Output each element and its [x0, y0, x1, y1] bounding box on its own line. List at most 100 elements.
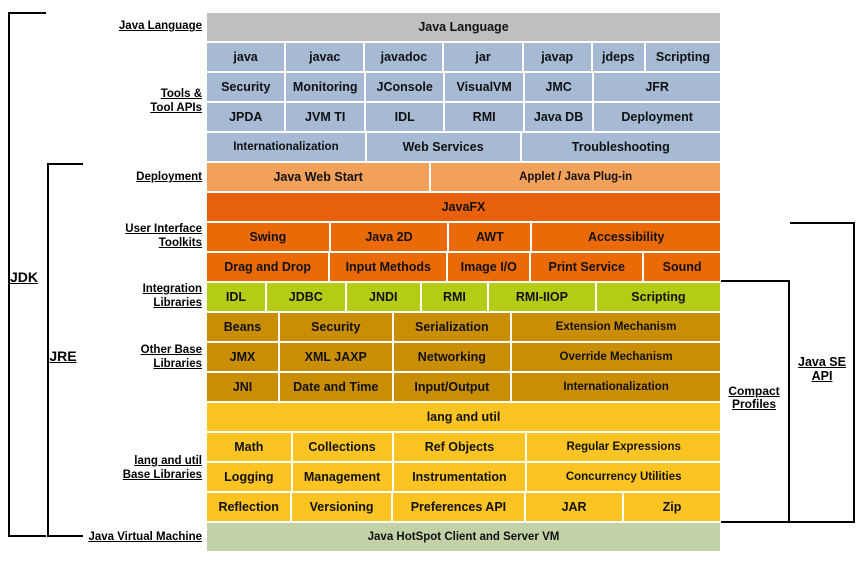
stack-cell[interactable]: Logging: [207, 463, 291, 491]
row-label-other-base-libraries: Other Base Libraries: [140, 344, 202, 370]
stack-cell[interactable]: Accessibility: [532, 223, 721, 251]
row-label-lang-and-util-base-libraries: lang and util Base Libraries: [122, 455, 202, 481]
stack-cell[interactable]: lang and util: [207, 403, 720, 431]
stack-cell[interactable]: Override Mechanism: [512, 343, 721, 371]
row-label-deployment: Deployment: [136, 171, 202, 183]
stack-cell[interactable]: JVM TI: [286, 103, 364, 131]
stack-cell[interactable]: Extension Mechanism: [512, 313, 721, 341]
stack-cell[interactable]: Java Language: [207, 13, 720, 41]
stack-cell[interactable]: Drag and Drop: [207, 253, 329, 281]
row-label-user-interface-toolkits: User Interface Toolkits: [125, 223, 202, 249]
row-label-tools: Tools & Tool APIs: [150, 88, 202, 114]
stack-cell[interactable]: Reflection: [207, 493, 291, 521]
stack-cell[interactable]: Print Service: [531, 253, 643, 281]
stack-row-jvm: Java HotSpot Client and Server VM: [207, 523, 720, 551]
stack-row-java-language: Java Language: [207, 13, 720, 41]
stack-cell[interactable]: JMX: [207, 343, 278, 371]
stack-cell[interactable]: Regular Expressions: [527, 433, 720, 461]
compact-profiles-label: Compact Profiles: [728, 384, 780, 412]
jdk-bracket: [8, 12, 46, 537]
stack-cell[interactable]: Beans: [207, 313, 278, 341]
stack-cell[interactable]: IDL: [207, 283, 265, 311]
stack-cell[interactable]: Web Services: [366, 133, 520, 161]
stack-cell[interactable]: Versioning: [292, 493, 391, 521]
stack-cell[interactable]: Java 2D: [330, 223, 448, 251]
stack-cell[interactable]: RMI-IIOP: [489, 283, 595, 311]
stack-cell[interactable]: JAR: [526, 493, 623, 521]
java-se-api-bracket: [790, 222, 855, 523]
stack-cell[interactable]: JavaFX: [207, 193, 720, 221]
stack-cell[interactable]: Internationalization: [207, 133, 365, 161]
row-label-integration-libraries: Integration Libraries: [142, 283, 202, 309]
stack-cell[interactable]: Applet / Java Plug-in: [431, 163, 720, 191]
stack-cell[interactable]: RMI: [421, 283, 488, 311]
stack-cell[interactable]: Concurrency Utilities: [527, 463, 720, 491]
stack-cell[interactable]: Security: [279, 313, 392, 341]
stack-cell[interactable]: Java Web Start: [207, 163, 430, 191]
stack-cell[interactable]: Deployment: [594, 103, 721, 131]
stack-cell[interactable]: Serialization: [393, 313, 511, 341]
stack-cell[interactable]: VisualVM: [445, 73, 523, 101]
stack-cell[interactable]: javac: [286, 43, 364, 71]
stack-cell[interactable]: Collections: [292, 433, 392, 461]
stack-cell[interactable]: RMI: [445, 103, 523, 131]
stack-cell[interactable]: Scripting: [596, 283, 720, 311]
stack-cell[interactable]: javap: [523, 43, 591, 71]
stack-cell[interactable]: javadoc: [365, 43, 443, 71]
stack-cell[interactable]: JFR: [594, 73, 721, 101]
stack-cell[interactable]: JPDA: [207, 103, 285, 131]
stack-cell[interactable]: Management: [292, 463, 392, 491]
stack-cell[interactable]: JMC: [524, 73, 593, 101]
stack-cell[interactable]: Zip: [624, 493, 720, 521]
stack-cell[interactable]: IDL: [365, 103, 444, 131]
stack-cell[interactable]: java: [207, 43, 285, 71]
stack-cell[interactable]: jar: [444, 43, 522, 71]
stack-cell[interactable]: JNDI: [346, 283, 420, 311]
stack-cell[interactable]: Image I/O: [448, 253, 530, 281]
stack-cell[interactable]: Sound: [644, 253, 720, 281]
stack-row-lang-and-util: lang and util: [207, 403, 720, 431]
stack-cell[interactable]: AWT: [449, 223, 531, 251]
row-label-java-virtual-machine: Java Virtual Machine: [88, 531, 202, 543]
stack-row-javafx: JavaFX: [207, 193, 720, 221]
jre-bracket: [47, 163, 83, 537]
stack-cell[interactable]: Input Methods: [330, 253, 447, 281]
java-se-api-label: Java SE API: [798, 355, 846, 383]
stack-cell[interactable]: JNI: [207, 373, 278, 401]
jdk-bracket-label: JDK: [9, 269, 38, 285]
stack-cell[interactable]: Monitoring: [286, 73, 364, 101]
stack-cell[interactable]: JConsole: [365, 73, 444, 101]
stack-cell[interactable]: Instrumentation: [393, 463, 526, 491]
stack-cell[interactable]: JDBC: [266, 283, 345, 311]
compact-profiles-bracket: [721, 280, 790, 523]
stack-cell[interactable]: Java DB: [524, 103, 593, 131]
stack-cell[interactable]: Security: [207, 73, 285, 101]
stack-cell[interactable]: jdeps: [592, 43, 644, 71]
stack-cell[interactable]: Math: [207, 433, 291, 461]
stack-cell[interactable]: Preferences API: [392, 493, 525, 521]
stack-cell[interactable]: Internationalization: [512, 373, 721, 401]
stack-cell[interactable]: Input/Output: [393, 373, 511, 401]
stack-cell[interactable]: Troubleshooting: [521, 133, 721, 161]
stack-cell[interactable]: Scripting: [645, 43, 721, 71]
stack-cell[interactable]: Date and Time: [279, 373, 392, 401]
stack-cell[interactable]: Networking: [393, 343, 511, 371]
stack-cell[interactable]: Swing: [207, 223, 329, 251]
stack-cell[interactable]: XML JAXP: [279, 343, 392, 371]
stack-cell[interactable]: Ref Objects: [393, 433, 526, 461]
jre-bracket-label: JRE: [49, 348, 77, 364]
stack-cell[interactable]: Java HotSpot Client and Server VM: [207, 523, 720, 551]
